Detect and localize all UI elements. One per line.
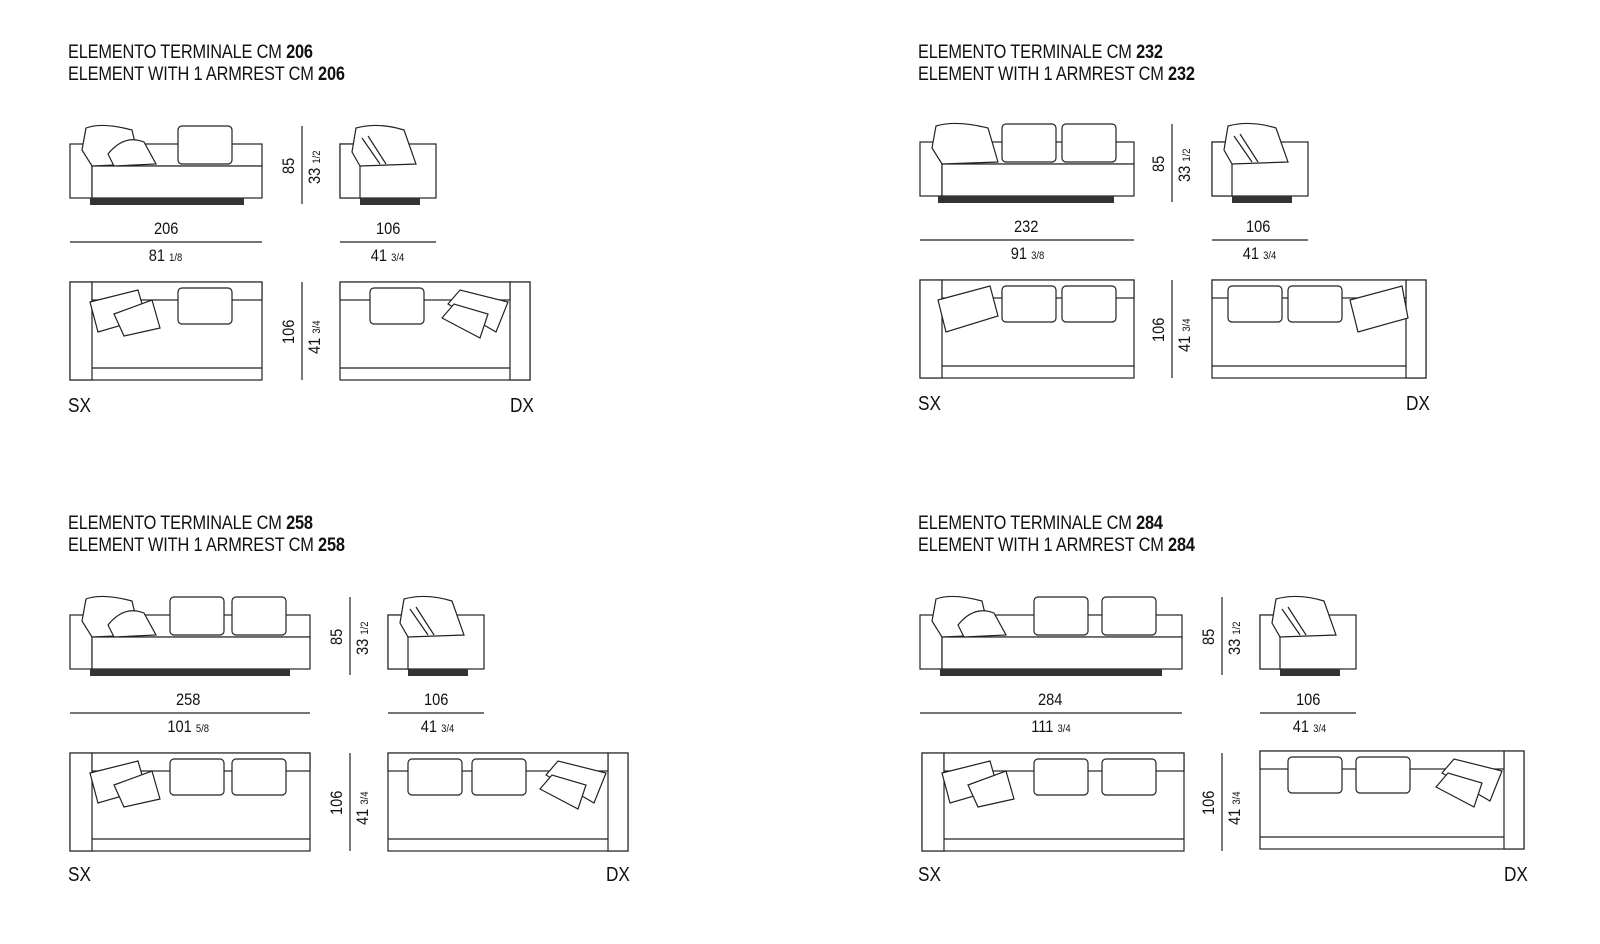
width-cm: 232 [1013,217,1039,236]
sofa-plan-view-sx [69,752,311,852]
panel-title: ELEMENTO TERMINALE CM 258 ELEMENT WITH 1… [68,513,345,556]
sofa-drawing [69,595,629,852]
depth-cm: 106 [279,319,298,344]
width-in: 81 1/8 [148,246,183,265]
arm-in: 41 3/4 [1242,244,1277,263]
panel-title: ELEMENTO TERMINALE CM 206 ELEMENT WITH 1… [68,42,345,85]
sofa-plan-view-sx [919,279,1135,379]
width-in: 101 5/8 [167,717,210,736]
depth-in: 41 3/4 [1225,791,1244,825]
label-dx: DX [606,864,630,886]
label-sx: SX [918,864,941,886]
height-cm: 85 [1149,155,1168,172]
sofa-drawing [919,595,1525,852]
sofa-plan-view-dx [1211,279,1427,379]
width-in: 91 3/8 [1010,244,1045,263]
arm-in: 41 3/4 [370,246,405,265]
height-in: 33 1/2 [1225,621,1244,655]
height-in: 33 1/2 [1175,148,1194,182]
width-cm: 284 [1037,690,1063,709]
sofa-plan-view-sx [69,281,263,381]
width-in: 111 3/4 [1031,717,1071,736]
label-sx: SX [68,864,91,886]
height-cm: 85 [1199,628,1218,645]
label-dx: DX [1406,393,1430,415]
depth-in: 41 3/4 [305,320,324,354]
sofa-plan-view-dx [1259,750,1525,850]
label-sx: SX [918,393,941,415]
depth-in: 41 3/4 [353,791,372,825]
arm-in: 41 3/4 [1292,717,1327,736]
depth-cm: 106 [1199,790,1218,815]
arm-front-view [1211,122,1309,203]
panel-258: ELEMENTO TERMINALE CM 258 ELEMENT WITH 1… [68,513,788,943]
height-cm: 85 [279,157,298,174]
sofa-front-view [69,595,311,676]
panel-title: ELEMENTO TERMINALE CM 232 ELEMENT WITH 1… [918,42,1195,85]
panel-206: ELEMENTO TERMINALE CM 206 ELEMENT WITH 1… [68,42,788,472]
arm-front-view [339,124,437,205]
arm-cm: 106 [1245,217,1271,236]
label-sx: SX [68,395,91,417]
panel-232: ELEMENTO TERMINALE CM 232 ELEMENT WITH 1… [918,42,1600,472]
arm-cm: 106 [375,219,401,238]
height-cm: 85 [327,628,346,645]
sofa-front-view [919,122,1135,203]
width-cm: 206 [153,219,179,238]
label-dx: DX [510,395,534,417]
arm-front-view [1259,595,1357,676]
arm-front-view [387,595,485,676]
sofa-front-view [69,124,263,205]
height-in: 33 1/2 [353,621,372,655]
depth-cm: 106 [1149,317,1168,342]
arm-in: 41 3/4 [420,717,455,736]
arm-cm: 106 [423,690,449,709]
sofa-front-view [919,595,1183,676]
label-dx: DX [1504,864,1528,886]
panel-284: ELEMENTO TERMINALE CM 284 ELEMENT WITH 1… [918,513,1600,943]
sofa-plan-view-dx [339,281,531,381]
sofa-plan-view-sx [921,752,1185,852]
sofa-drawing [919,122,1427,379]
height-in: 33 1/2 [305,150,324,184]
sofa-drawing [69,124,531,381]
panel-title: ELEMENTO TERMINALE CM 284 ELEMENT WITH 1… [918,513,1195,556]
depth-cm: 106 [327,790,346,815]
sofa-plan-view-dx [387,752,629,852]
arm-cm: 106 [1295,690,1321,709]
depth-in: 41 3/4 [1175,318,1194,352]
width-cm: 258 [175,690,201,709]
